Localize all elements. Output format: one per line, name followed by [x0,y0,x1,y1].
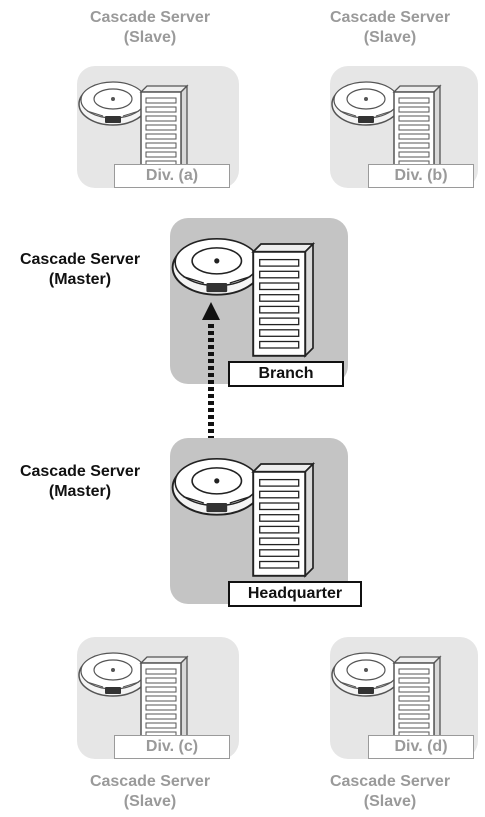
div-b-title: Cascade Server [329,9,451,26]
arrow-up-icon [202,302,220,320]
conference-phone-icon [78,652,148,697]
headquarter-title: Cascade Server [19,463,141,480]
div-c-role: (Slave) [123,793,177,810]
server-rack-icon [139,655,189,745]
div-c-title: Cascade Server [89,773,211,790]
conference-phone-icon [331,652,401,697]
headquarter-label: Headquarter [228,581,362,607]
branch-label: Branch [228,361,344,387]
div-c-caption: Cascade Server (Slave) [55,772,245,812]
server-rack-icon [392,655,442,745]
conference-phone-icon [78,81,148,126]
div-d-devices [331,652,442,745]
branch-devices [171,238,316,358]
div-b-caption: Cascade Server (Slave) [300,8,480,48]
div-c-label: Div. (c) [114,735,230,759]
server-rack-icon [251,241,316,358]
div-c-devices [78,652,189,745]
div-d-title: Cascade Server [329,773,451,790]
branch-role: (Master) [48,271,112,288]
div-a-role: (Slave) [123,29,177,46]
div-b-devices [331,81,442,174]
div-d-caption: Cascade Server (Slave) [295,772,485,812]
conference-phone-icon [171,238,262,296]
branch-caption: Cascade Server (Master) [0,250,160,290]
server-rack-icon [139,84,189,174]
div-a-caption: Cascade Server (Slave) [55,8,245,48]
div-d-label: Div. (d) [368,735,474,759]
server-rack-icon [251,461,316,578]
conference-phone-icon [171,458,262,516]
conference-phone-icon [331,81,401,126]
headquarter-caption: Cascade Server (Master) [0,462,160,502]
div-b-role: (Slave) [363,29,417,46]
headquarter-devices [171,458,316,578]
div-a-label: Div. (a) [114,164,230,188]
branch-title: Cascade Server [19,251,141,268]
div-b-label: Div. (b) [368,164,474,188]
div-a-devices [78,81,189,174]
headquarter-role: (Master) [48,483,112,500]
server-rack-icon [392,84,442,174]
div-d-role: (Slave) [363,793,417,810]
div-a-title: Cascade Server [89,9,211,26]
